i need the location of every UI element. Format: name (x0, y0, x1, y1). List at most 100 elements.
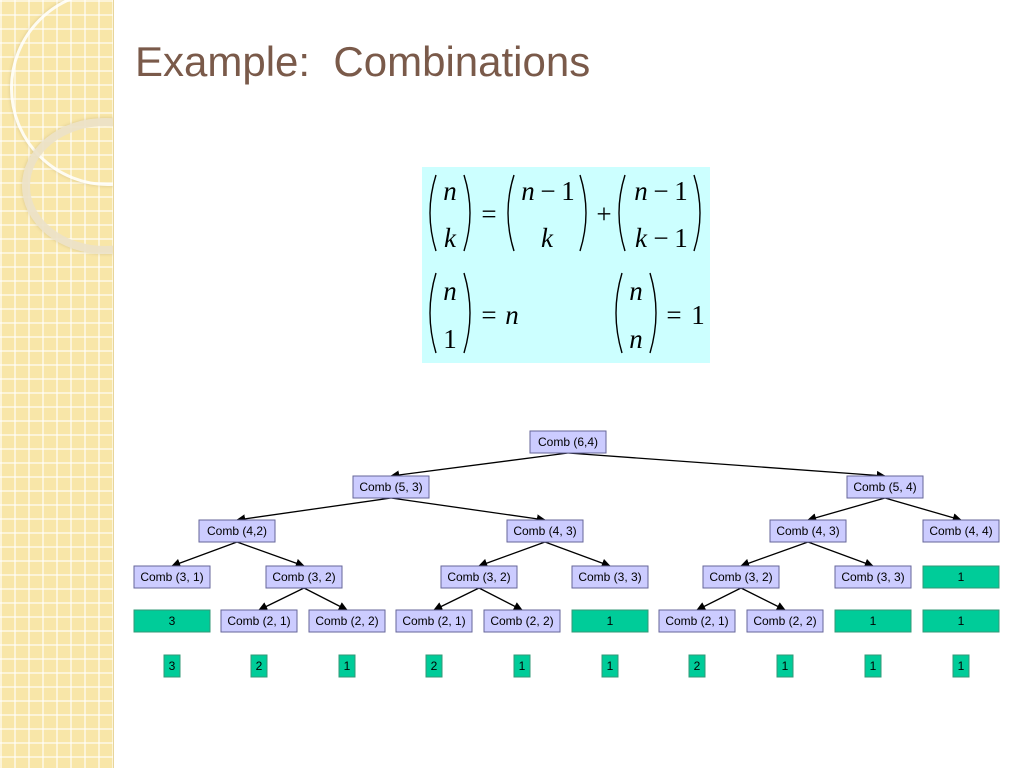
base2-rhs: 1 (691, 300, 705, 330)
result-label: 1 (519, 659, 526, 673)
node-label: Comb (2, 1) (227, 614, 290, 628)
node-box (846, 475, 924, 499)
base1-top: n (443, 276, 457, 306)
node-label: 1 (958, 570, 965, 584)
comb-call-node: Comb (3, 2) (265, 565, 343, 589)
result-label: 2 (694, 659, 701, 673)
node-label: 1 (870, 614, 877, 628)
t2-top-num: 1 (674, 176, 688, 206)
tree-edges (171, 452, 962, 611)
comb-call-node: Comb (2, 1) (220, 609, 298, 633)
t2-bottom-op: − (653, 223, 668, 253)
t2-bottom-num: 1 (674, 223, 688, 253)
paren-left (615, 272, 623, 354)
lhs-bottom: k (444, 223, 457, 253)
comb-call-node: Comb (5, 4) (846, 475, 924, 499)
comb-call-node: Comb (2, 2) (483, 609, 561, 633)
paren-left (507, 174, 515, 252)
node-label: 1 (958, 614, 965, 628)
node-box (922, 519, 1000, 543)
result-label: 3 (169, 659, 176, 673)
node-label: Comb (2, 1) (402, 614, 465, 628)
final-result-chip: 2 (425, 654, 443, 678)
node-label: Comb (5, 4) (853, 480, 916, 494)
node-box (308, 609, 386, 633)
plus-sign: + (596, 199, 611, 229)
final-result-chip: 1 (601, 654, 619, 678)
comb-call-node: Comb (3, 2) (440, 565, 518, 589)
final-result-chip: 1 (864, 654, 882, 678)
node-box (571, 609, 649, 633)
result-box (952, 654, 970, 678)
tree-edge (236, 497, 392, 524)
final-result-chip: 1 (513, 654, 531, 678)
node-label: Comb (4,2) (207, 524, 267, 538)
base-case-2: n n = 1 (615, 272, 705, 354)
comb-call-node: Comb (4, 4) (922, 519, 1000, 543)
paren-right (649, 272, 657, 354)
node-box (922, 609, 1000, 633)
comb-call-node: Comb (6,4) (529, 430, 607, 454)
node-label: Comb (2, 2) (490, 614, 553, 628)
comb-call-node: Comb (2, 1) (395, 609, 473, 633)
tree-edge (544, 541, 611, 568)
node-label: Comb (5, 3) (359, 480, 422, 494)
paren-right (693, 174, 701, 252)
node-box (658, 609, 736, 633)
node-label: Comb (2, 1) (665, 614, 728, 628)
comb-call-node: Comb (3, 3) (834, 565, 912, 589)
result-label: 1 (958, 659, 965, 673)
result-box (776, 654, 794, 678)
tree-edge (303, 587, 348, 611)
base2-top: n (629, 276, 643, 306)
t2-top-var: n (634, 176, 648, 206)
final-result-chip: 1 (776, 654, 794, 678)
result-label: 1 (344, 659, 351, 673)
comb-call-node: Comb (4, 3) (506, 519, 584, 543)
t2-top-op: − (653, 176, 668, 206)
node-box (529, 430, 607, 454)
result-box (864, 654, 882, 678)
node-box (769, 519, 847, 543)
node-label: Comb (3, 2) (447, 570, 510, 584)
t1-bottom: k (541, 223, 554, 253)
comb-call-node: Comb (3, 2) (702, 565, 780, 589)
result-box (250, 654, 268, 678)
tree-nodes: Comb (6,4) Comb (5, 3) Comb (5, 4) Comb (4,… (133, 430, 1000, 633)
comb-call-node: Comb (3, 1) (133, 565, 211, 589)
slide-title: Example: Combinations (135, 38, 591, 85)
tree-edge (390, 452, 569, 480)
node-box (483, 609, 561, 633)
paren-right (463, 174, 471, 252)
tree-edge (258, 587, 305, 611)
final-result-chip: 1 (338, 654, 356, 678)
node-label: Comb (4, 3) (513, 524, 576, 538)
comb-call-node: Comb (4, 3) (769, 519, 847, 543)
node-label: Comb (2, 2) (753, 614, 816, 628)
node-box (440, 565, 518, 589)
formula-box: n k = n − 1 k + n − 1 k − 1 n 1 = (422, 167, 710, 363)
comb-call-node: Comb (4,2) (198, 519, 276, 543)
base-result-node: 1 (922, 609, 1000, 633)
base1-rhs: n (505, 300, 519, 330)
node-label: Comb (3, 3) (841, 570, 904, 584)
tree-edge (696, 587, 742, 611)
comb-call-node: Comb (3, 3) (571, 565, 649, 589)
node-box (702, 565, 780, 589)
result-box (601, 654, 619, 678)
result-box (338, 654, 356, 678)
t1-top-num: 1 (561, 176, 575, 206)
final-result-chip: 2 (688, 654, 706, 678)
node-label: 1 (607, 614, 614, 628)
node-box (352, 475, 430, 499)
paren-left (429, 272, 437, 354)
comb-call-node: Comb (5, 3) (352, 475, 430, 499)
equals-sign: = (666, 300, 681, 330)
tree-edge (740, 587, 786, 611)
result-label: 2 (431, 659, 438, 673)
tree-edge (478, 541, 546, 568)
equals-sign: = (481, 199, 496, 229)
node-box (220, 609, 298, 633)
node-box (571, 565, 649, 589)
result-box (425, 654, 443, 678)
